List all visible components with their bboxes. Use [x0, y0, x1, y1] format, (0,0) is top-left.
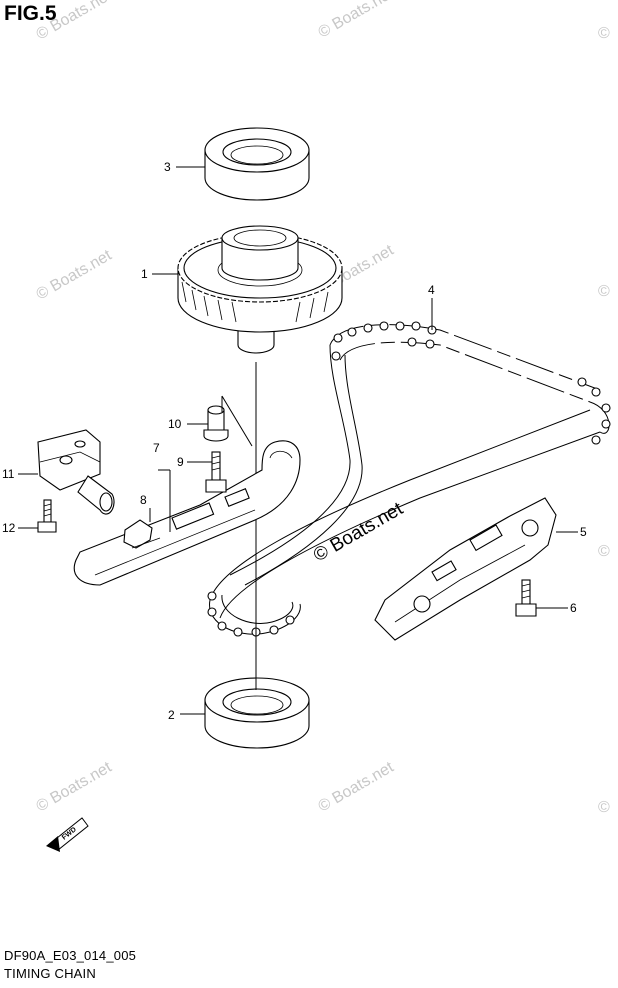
chain-link — [425, 339, 435, 349]
leader-lines — [18, 166, 578, 715]
forward-direction-arrow-icon: FWD — [46, 817, 89, 852]
chain-link — [411, 321, 421, 331]
callout-2: 2 — [168, 708, 175, 722]
watermark: © Boats.net — [316, 0, 398, 41]
chain-link — [601, 403, 611, 413]
chain-guide — [374, 497, 557, 641]
callout-6: 6 — [570, 601, 577, 615]
diagram-name: TIMING CHAIN — [4, 966, 96, 981]
copyright-mark: © — [598, 799, 610, 816]
tensioner-shoe — [123, 519, 161, 549]
watermark: © Boats.net — [34, 0, 116, 43]
figure-title: FIG.5 — [4, 2, 57, 25]
chain-link — [379, 321, 389, 331]
callout-1: 1 — [141, 267, 148, 281]
chain-link — [333, 333, 343, 343]
chain-link — [207, 607, 217, 617]
bolt-6 — [515, 579, 537, 617]
chain-link — [233, 627, 243, 637]
chain-link — [577, 377, 587, 387]
copyright-mark: © — [598, 25, 610, 42]
chain-link — [331, 351, 341, 361]
copyright-mark: © — [598, 543, 610, 560]
callout-7: 7 — [153, 441, 160, 455]
callout-12: 12 — [2, 521, 16, 535]
chain-link — [269, 625, 279, 635]
chain-tensioner-arm — [73, 440, 301, 586]
callout-labels: 3 1 2 4 5 6 7 8 9 10 11 12 — [2, 160, 587, 722]
diagram-code: DF90A_E03_014_005 — [4, 948, 137, 963]
copyright-mark: © — [598, 283, 610, 300]
chain-link — [363, 323, 373, 333]
callout-3: 3 — [164, 160, 171, 174]
bearing-lower — [204, 677, 310, 749]
chain-link — [591, 387, 601, 397]
bearing-upper — [204, 127, 310, 201]
callout-4: 4 — [428, 283, 435, 297]
chain-link — [217, 621, 227, 631]
chain-link — [601, 419, 611, 429]
watermark: © Boats.net — [34, 247, 116, 304]
timing-gear — [177, 225, 343, 354]
chain-link — [395, 321, 405, 331]
chain-link — [207, 591, 217, 601]
callout-5: 5 — [580, 525, 587, 539]
watermark-layer: © Boats.net © Boats.net © Boats.net © Bo… — [34, 0, 611, 816]
chain-links — [207, 321, 611, 637]
watermark: © Boats.net — [34, 759, 116, 816]
watermark: © Boats.net — [316, 759, 398, 816]
bolt-9 — [205, 451, 227, 493]
chain-link — [347, 327, 357, 337]
callout-10: 10 — [168, 417, 182, 431]
collar — [203, 405, 229, 442]
bolt-12 — [37, 499, 57, 533]
chain-link — [285, 615, 295, 625]
chain-tensioner — [37, 429, 115, 515]
chain-link — [591, 435, 601, 445]
chain-link — [407, 337, 417, 347]
callout-8: 8 — [140, 493, 147, 507]
callout-11: 11 — [2, 467, 15, 481]
callout-9: 9 — [177, 455, 184, 469]
